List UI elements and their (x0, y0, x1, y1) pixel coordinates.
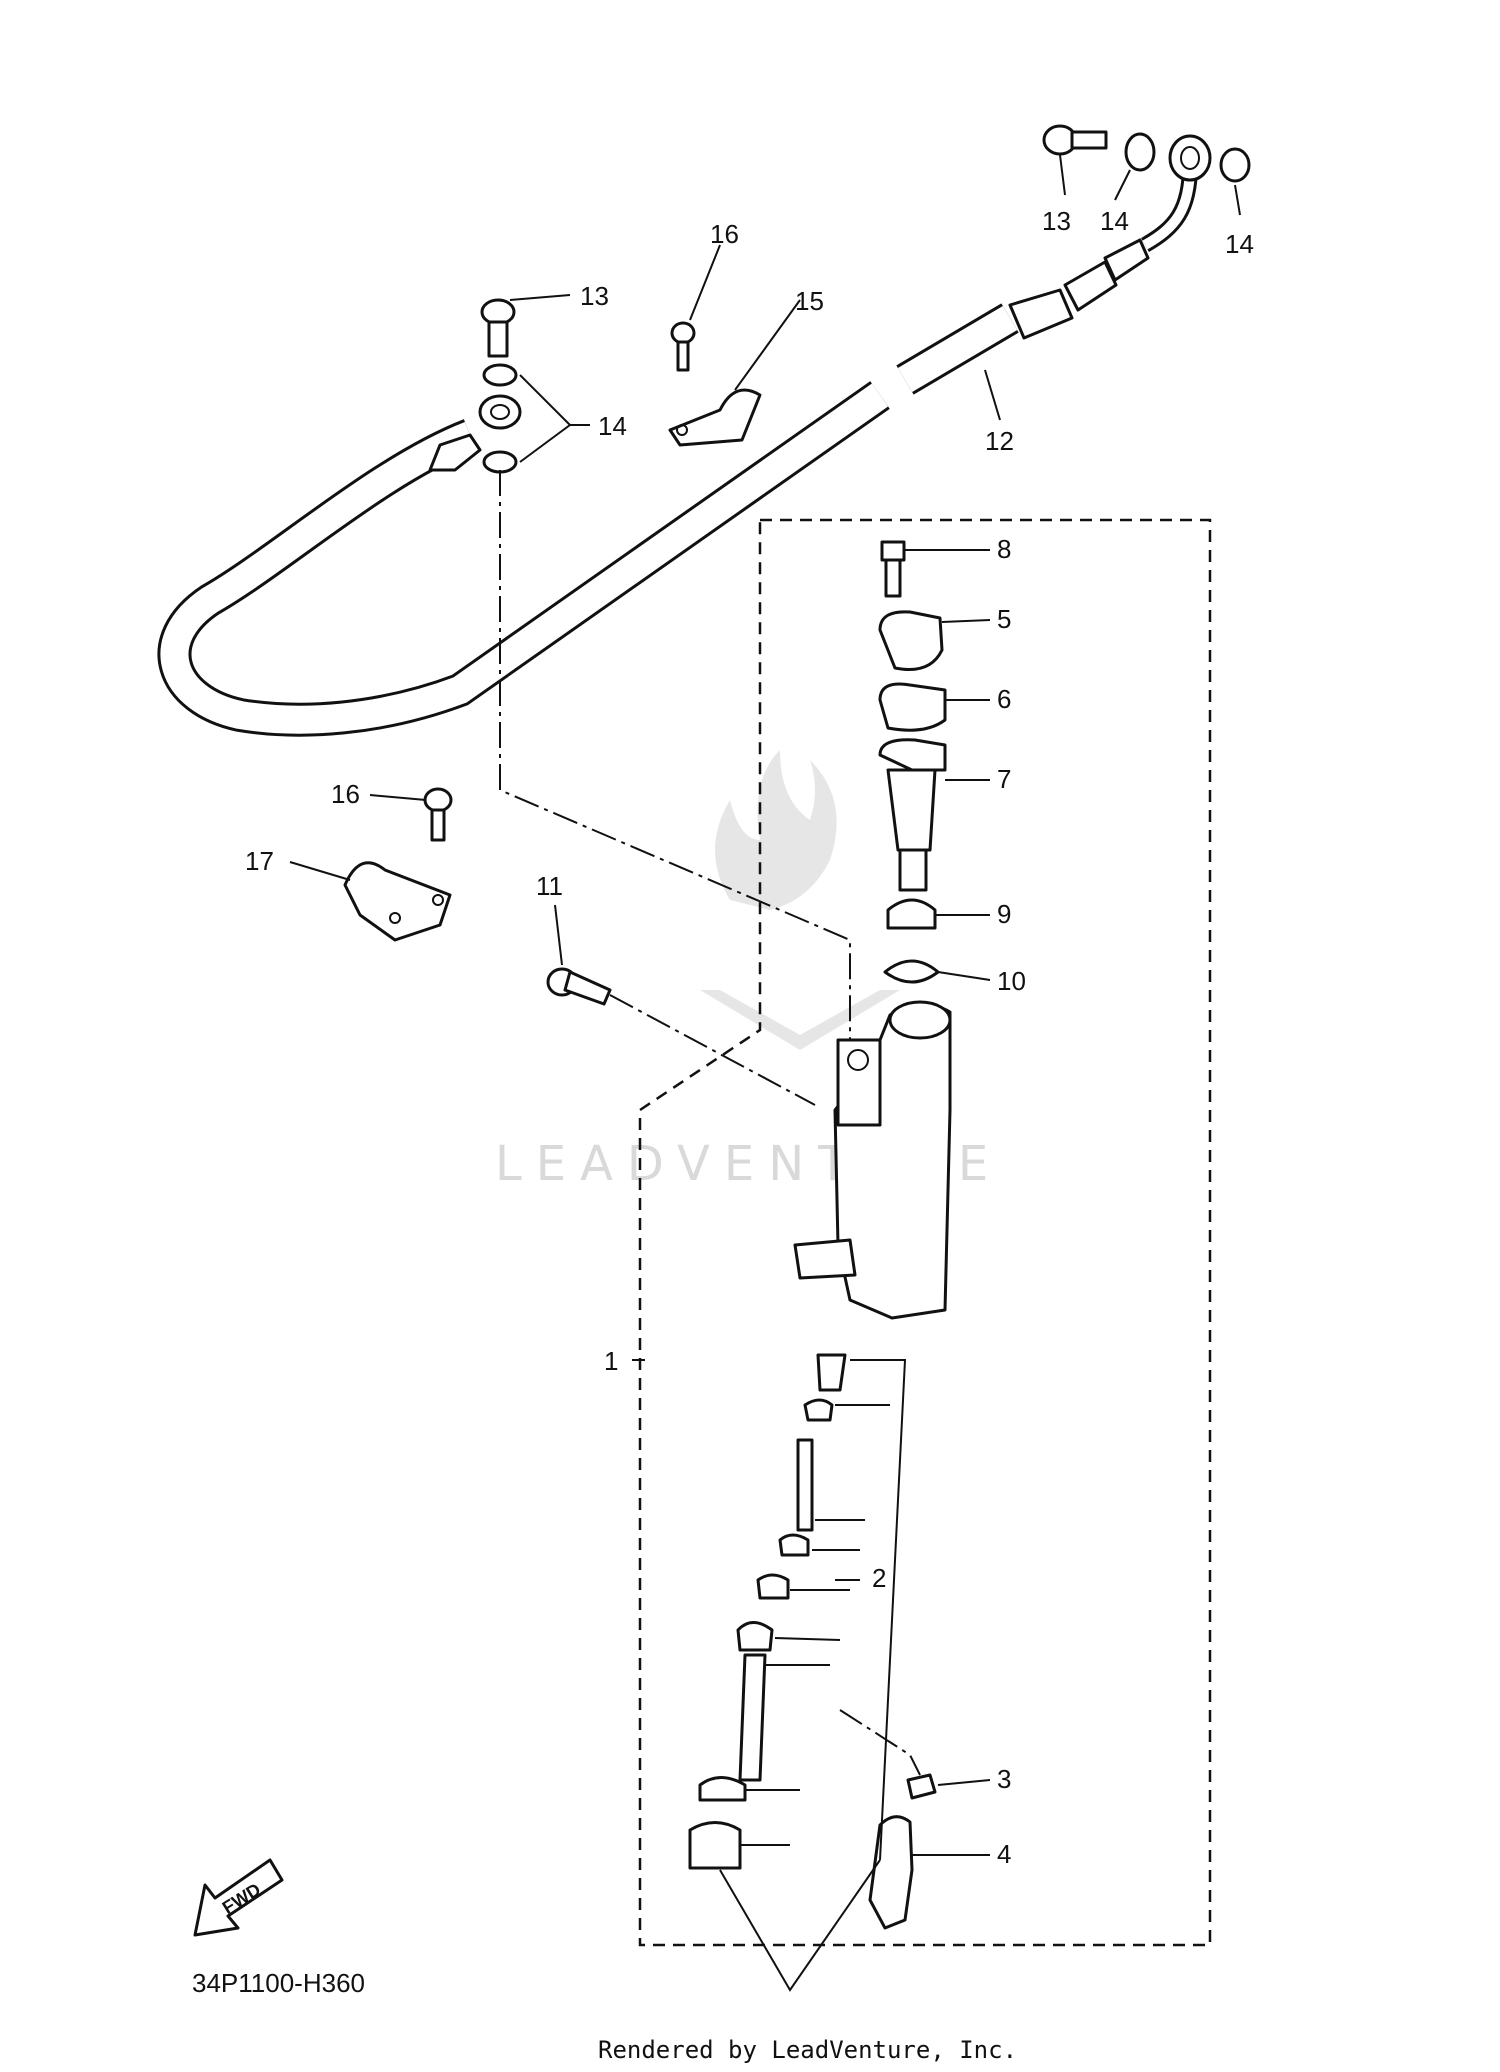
render-credit: Rendered by LeadVenture, Inc. (598, 2036, 1017, 2064)
callout-17: 17 (245, 846, 274, 876)
fwd-arrow-icon: FWD (193, 1858, 284, 1937)
cap-plate (878, 682, 947, 732)
washer-14b (482, 450, 518, 474)
leader-lines (289, 154, 1241, 1992)
callout-14-mid: 14 (1100, 206, 1129, 236)
callout-6: 6 (997, 684, 1011, 714)
hose-guide (668, 388, 762, 447)
callout-2: 2 (872, 1563, 886, 1593)
reservoir-cap (878, 610, 944, 671)
callout-13-left: 13 (580, 281, 609, 311)
callout-4: 4 (997, 1839, 1011, 1869)
callouts: 1 2 3 4 5 6 7 8 9 10 11 12 13 13 14 14 1… (245, 206, 1254, 1869)
bolt-11 (546, 967, 612, 1006)
callout-1: 1 (604, 1346, 618, 1376)
assembly-boundary (638, 518, 1212, 1947)
diaphragm (878, 738, 947, 892)
callout-9: 9 (997, 899, 1011, 929)
washer-14c (1124, 132, 1156, 172)
circlip-10 (883, 959, 940, 984)
callout-13-right: 13 (1042, 206, 1071, 236)
callout-7: 7 (997, 764, 1011, 794)
assembly-line-hose (499, 470, 851, 1040)
callout-14-left: 14 (598, 411, 627, 441)
clevis-4 (868, 1815, 914, 1930)
washer-14a (482, 363, 518, 387)
screw-16-mid (423, 787, 453, 842)
screw-16-top (670, 321, 696, 372)
nut-3 (906, 1773, 937, 1800)
brake-hose (157, 134, 1212, 737)
bolt-8 (880, 540, 906, 598)
callout-5: 5 (997, 604, 1011, 634)
callout-12: 12 (985, 426, 1014, 456)
union-bolt-top-left (480, 298, 516, 358)
callout-11: 11 (536, 871, 563, 901)
master-cylinder-body (793, 1000, 952, 1320)
drawing-code: 34P1100-H360 (192, 1968, 365, 1998)
callout-14-right: 14 (1225, 229, 1254, 259)
piston-kit (688, 1353, 847, 1870)
callout-16-mid: 16 (331, 779, 360, 809)
callout-15: 15 (795, 286, 824, 316)
assembly-line-clevis (839, 1709, 921, 1776)
washer-14d (1219, 147, 1251, 183)
seal-9 (886, 898, 937, 930)
union-bolt-top-right (1042, 124, 1108, 156)
callout-3: 3 (997, 1764, 1011, 1794)
hose-holder (343, 861, 452, 942)
callout-16-top: 16 (710, 219, 739, 249)
callout-8: 8 (997, 534, 1011, 564)
assembly-line-bolt (609, 994, 816, 1106)
callout-10: 10 (997, 966, 1026, 996)
